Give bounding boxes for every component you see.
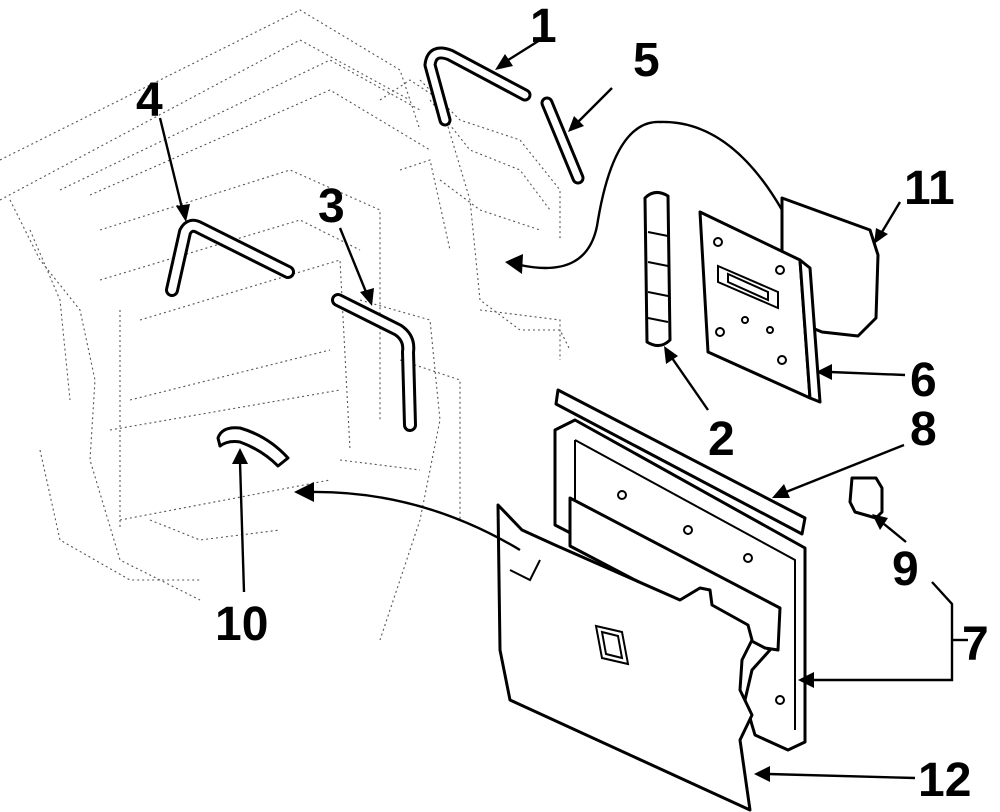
part-4-weatherstrip [165, 218, 295, 297]
callout-7: 7 [962, 618, 989, 671]
callout-10: 10 [215, 598, 268, 651]
callout-1: 1 [530, 0, 557, 53]
part-2-pillar-trim [643, 191, 672, 347]
callout-3: 3 [318, 180, 345, 233]
install-arrows [294, 120, 784, 552]
part-1-weatherstrip [423, 46, 532, 127]
callout-6: 6 [910, 354, 937, 407]
callout-12: 12 [918, 754, 971, 807]
part-10-pull-handle [216, 426, 290, 468]
callout-8: 8 [910, 403, 937, 456]
callout-11: 11 [904, 162, 955, 215]
callout-4: 4 [136, 74, 163, 127]
part-5-weatherstrip [540, 96, 585, 185]
part-6-inner-panel [698, 210, 822, 404]
part-9-clip [848, 476, 884, 520]
part-3-weatherstrip [331, 293, 417, 432]
leader-lines [158, 38, 968, 782]
callout-5: 5 [633, 34, 660, 87]
callout-2: 2 [708, 413, 735, 466]
part-12-lower-panel [496, 503, 754, 812]
callout-labels: 1 5 4 3 11 6 2 8 9 10 7 12 [136, 0, 989, 807]
part-8-belt-molding [554, 388, 807, 536]
callout-9: 9 [892, 543, 919, 596]
vehicle-body-outline [0, 9, 571, 641]
